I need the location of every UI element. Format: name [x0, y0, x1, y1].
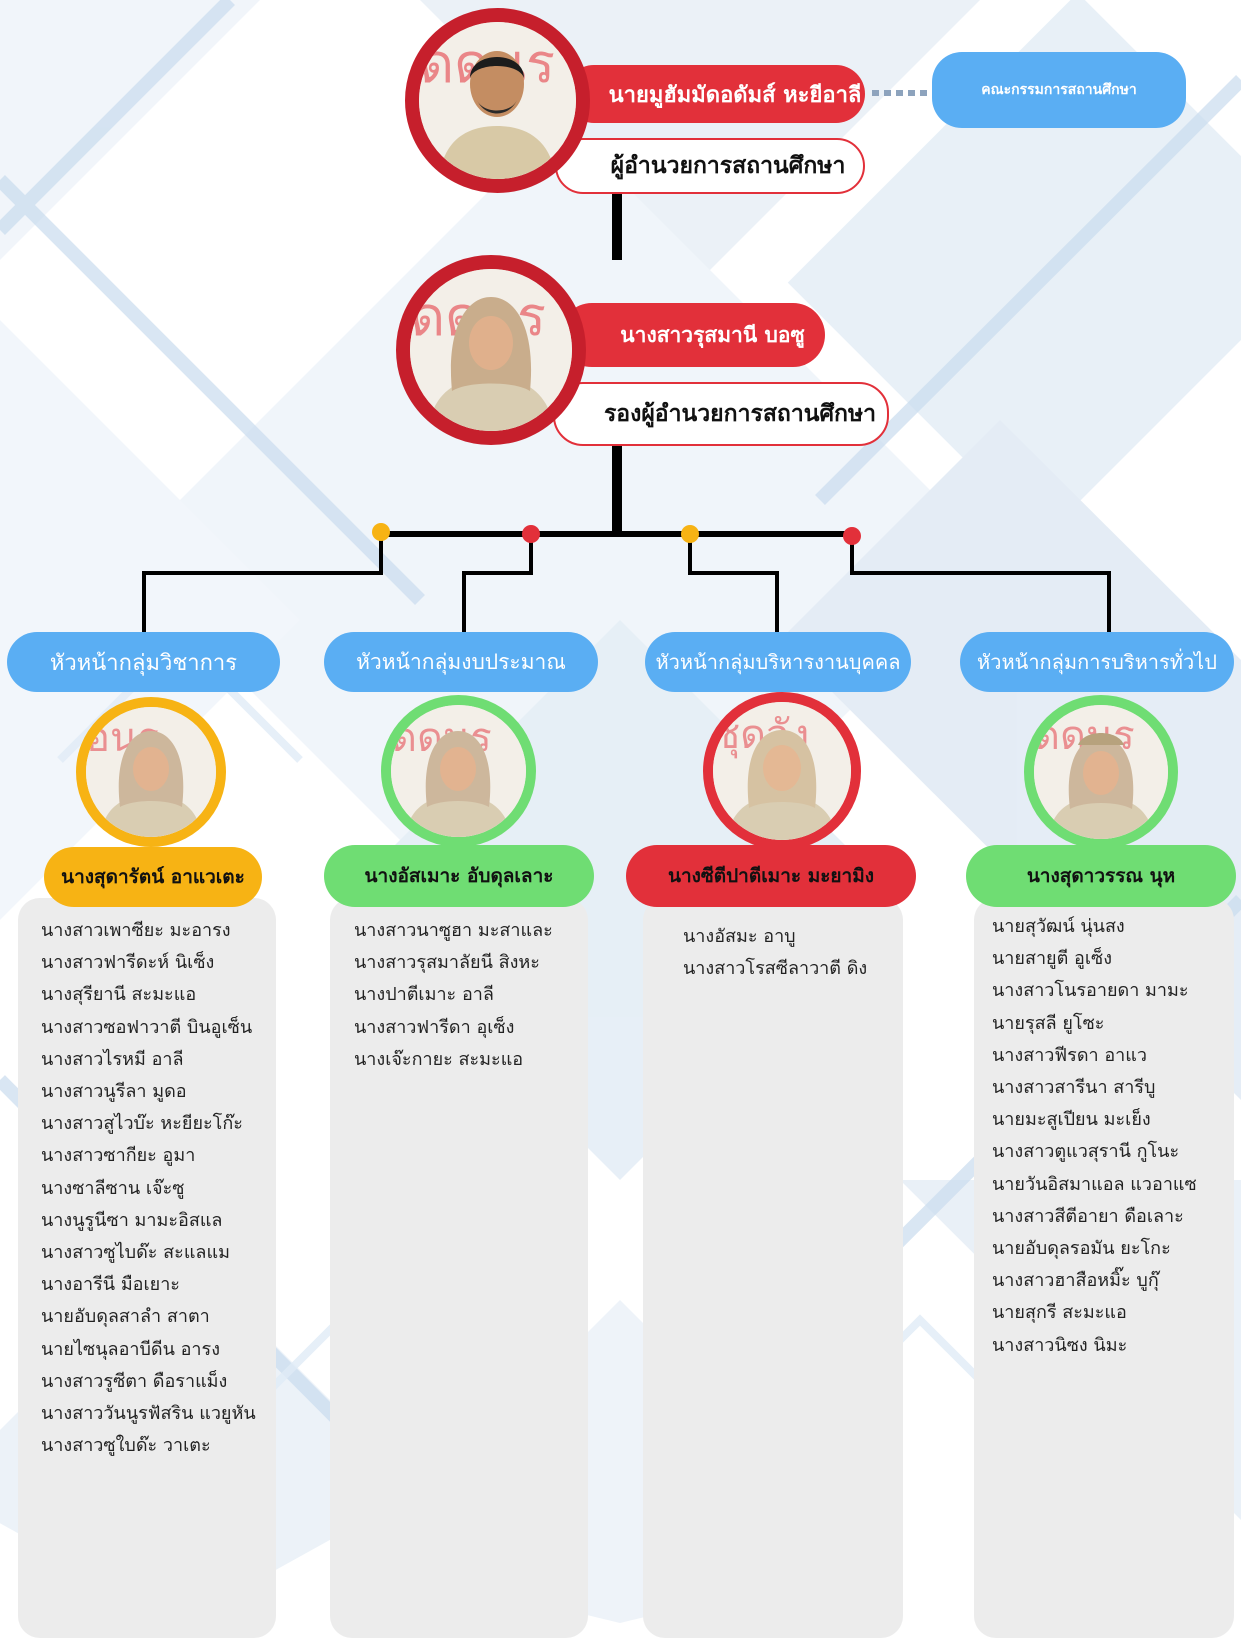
- member-item: นางสาวนาซูฮา มะสาและ: [354, 920, 553, 941]
- deputy-title-pill: รองผู้อำนวยการสถานศึกษา: [553, 382, 889, 446]
- group-head-name: นางซีตีปาตีเมาะ มะยามิง: [667, 865, 875, 887]
- member-item: นายอับดุลสาลำ สาตา: [41, 1306, 210, 1328]
- group-head-photo: ชุดจัง: [703, 692, 861, 850]
- person-photo-icon: ดดนร: [419, 22, 576, 179]
- person-photo-icon: ชุดจัง: [713, 702, 851, 840]
- member-item: นางสาวนูรีลา มูดอ: [41, 1081, 187, 1103]
- group-head-photo: อนร: [76, 697, 226, 847]
- member-panel: [330, 898, 588, 1638]
- member-item: นางอารีนี มือเยาะ: [41, 1274, 180, 1296]
- member-item: นางสาวซอฟาวาตี บินอูเซ็น: [41, 1016, 253, 1038]
- member-item: นางซาลีซาน เจ๊ะซู: [41, 1177, 185, 1199]
- member-item: นางนูรูนีซา มามะอิสแล: [41, 1209, 223, 1231]
- member-item: นางสาวซากียะ อูมา: [41, 1145, 196, 1167]
- group-head-name-pill: นางซีตีปาตีเมาะ มะยามิง: [626, 845, 916, 907]
- group-header-pill: หัวหน้ากลุ่มวิชาการ: [7, 632, 280, 692]
- member-item: นางสาวสีตีอายา ดือเลาะ: [992, 1205, 1184, 1227]
- director-title: ผู้อำนวยการสถานศึกษา: [610, 153, 846, 179]
- member-item: นางสาววันนูรฟัสริน แวยูหัน: [41, 1403, 256, 1425]
- committee-pill: คณะกรรมการสถานศึกษา: [932, 52, 1186, 128]
- member-item: นางสาวไรหมี อาลี: [41, 1048, 184, 1070]
- group-header-pill: หัวหน้ากลุ่มงบประมาณ: [324, 632, 598, 692]
- director-title-pill: ผู้อำนวยการสถานศึกษา: [555, 138, 865, 194]
- group-header-label: หัวหน้ากลุ่มวิชาการ: [49, 650, 238, 676]
- group-head-name: นางอัสเมาะ อับดุลเลาะ: [364, 865, 554, 887]
- member-item: นางสาวนิซง นิมะ: [992, 1334, 1128, 1356]
- member-item: นางเจ๊ะกายะ สะมะแอ: [354, 1048, 524, 1070]
- member-item: นางสาวซูไบด๊ะ สะแลแม: [41, 1242, 230, 1264]
- member-item: นายไซนุลอาบีดีน อารง: [41, 1338, 220, 1360]
- member-item: นางสาวโรสซีลาวาตี ดิง: [683, 958, 868, 980]
- member-item: นายสุวัฒน์ นุ่นสง: [992, 916, 1125, 937]
- member-item: นางสาวสูไวบ๊ะ หะยียะโก๊ะ: [41, 1113, 243, 1135]
- director-name: นายมูฮัมมัดอดัมส์ หะยีอาลี: [608, 82, 862, 108]
- person-photo-icon: ดดนร: [391, 705, 526, 837]
- group-header-label: หัวหน้ากลุ่มงบประมาณ: [356, 649, 566, 674]
- member-list: นายสุวัฒน์ นุ่นสง นายสายูตี อูเซ็ง นางสา…: [992, 911, 1197, 1362]
- member-item: นายสายูตี อูเซ็ง: [992, 948, 1112, 970]
- member-item: นางสุรียานี สะมะแอ: [41, 984, 197, 1006]
- member-item: นางสาวซูใบด๊ะ วาเตะ: [41, 1435, 211, 1457]
- committee-label: คณะกรรมการสถานศึกษา: [981, 82, 1137, 98]
- director-photo: ดดนร: [405, 8, 590, 193]
- member-item: นางสาวฟารีดะห์ นิเซ็ง: [41, 952, 215, 974]
- member-list: นางอัสมะ อาบู นางสาวโรสซีลาวาตี ดิง: [683, 921, 867, 985]
- person-photo-icon: อนร: [86, 707, 216, 837]
- group-head-name: นางสุดารัตน์ อาแวเตะ: [61, 866, 245, 888]
- deputy-name: นางสาวรุสมานี บอซู: [620, 322, 805, 347]
- group-head-name-pill: นางสุดาวรรณ นุห: [966, 845, 1236, 907]
- member-item: นายสุกรี สะมะแอ: [992, 1302, 1127, 1324]
- member-panel: [974, 898, 1234, 1638]
- member-item: นายมะสูเปียน มะเย็ง: [992, 1109, 1151, 1131]
- group-head-photo: ดดนร: [381, 695, 536, 847]
- group-head-name: นางสุดาวรรณ นุห: [1026, 865, 1176, 887]
- group-head-name-pill: นางสุดารัตน์ อาแวเตะ: [44, 847, 262, 907]
- member-panel: [643, 898, 903, 1638]
- group-head-photo: ดดนร: [1024, 695, 1178, 849]
- member-list: นางสาวเพาซียะ มะอารง นางสาวฟารีดะห์ นิเซ…: [41, 915, 256, 1462]
- group-header-pill: หัวหน้ากลุ่มบริหารงานบุคคล: [645, 632, 911, 692]
- group-header-label: หัวหน้ากลุ่มบริหารงานบุคคล: [655, 650, 901, 674]
- member-item: นางสาวเพาซียะ มะอารง: [41, 920, 231, 941]
- person-photo-icon: ดดนร: [410, 269, 572, 431]
- member-item: นายรุสลี ยูโซะ: [992, 1012, 1105, 1034]
- member-item: นางสาวโนรอายดา มามะ: [992, 980, 1189, 1002]
- member-item: นางสาวฟีรดา อาแว: [992, 1044, 1147, 1066]
- group-header-label: หัวหน้ากลุ่มการบริหารทั่วไป: [977, 650, 1217, 674]
- member-list: นางสาวนาซูฮา มะสาและ นางสาวรุสมาลัยนี สิ…: [354, 915, 553, 1076]
- member-item: นางปาตีเมาะ อาลี: [354, 984, 494, 1006]
- group-head-name-pill: นางอัสเมาะ อับดุลเลาะ: [324, 845, 594, 907]
- member-item: นางอัสมะ อาบู: [683, 926, 796, 947]
- member-item: นายวันอิสมาแอล แวอาแซ: [992, 1173, 1197, 1195]
- deputy-name-pill: นางสาวรุสมานี บอซู: [560, 303, 825, 367]
- member-item: นางสาวตูแวสุรานี กูโนะ: [992, 1141, 1180, 1163]
- member-panel: [18, 898, 276, 1638]
- member-item: นางสาวฟารีดา อุเซ็ง: [354, 1016, 515, 1038]
- deputy-photo: ดดนร: [396, 255, 586, 445]
- group-header-pill: หัวหน้ากลุ่มการบริหารทั่วไป: [960, 632, 1234, 692]
- member-item: นายอับดุลรอมัน ยะโกะ: [992, 1238, 1171, 1260]
- director-name-pill: นายมูฮัมมัดอดัมส์ หะยีอาลี: [565, 65, 865, 123]
- person-photo-icon: ดดนร: [1034, 705, 1168, 839]
- member-item: นางสาวฮาสือหมิ๊ะ บูกุ๊: [992, 1270, 1159, 1292]
- member-item: นางสาวรุสมาลัยนี สิงหะ: [354, 952, 540, 974]
- member-item: นางสาวรูซีตา ดือราแม็ง: [41, 1370, 228, 1392]
- deputy-title: รองผู้อำนวยการสถานศึกษา: [603, 401, 877, 427]
- member-item: นางสาวสารีนา สารีบู: [992, 1077, 1156, 1099]
